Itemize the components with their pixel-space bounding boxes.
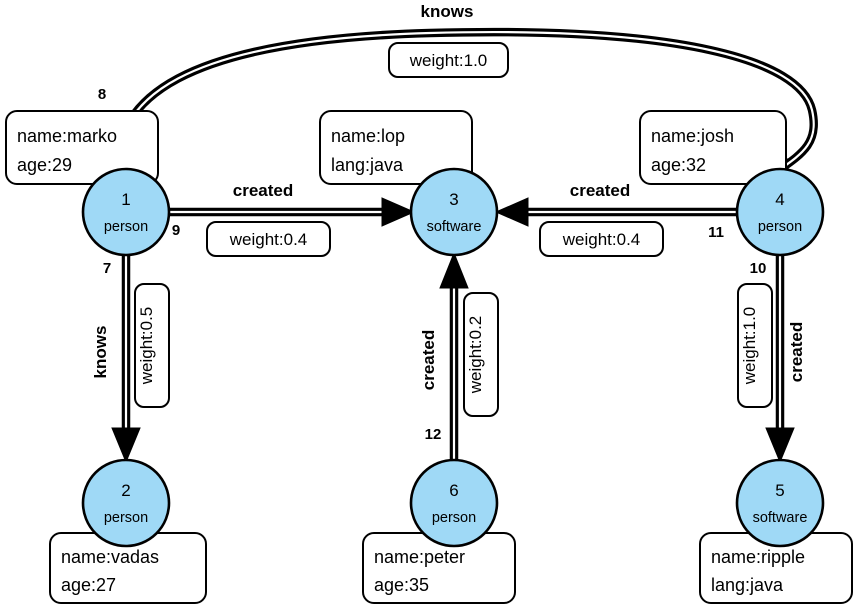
edge-10-created[interactable]: created 10 weight:1.0: [737, 250, 806, 464]
property-box-node-3-frame: [319, 110, 473, 185]
node-6-circle[interactable]: [409, 458, 499, 548]
property-box-node-4: name:josh age:32: [639, 110, 787, 185]
edge-8-weight-box: [388, 42, 509, 78]
property-box-node-1: name:marko age:29: [5, 110, 159, 185]
property-node-4-line-2: age:32: [651, 155, 706, 175]
property-box-node-5: name:ripple lang:java: [699, 532, 853, 604]
edge-8-weight-chip: weight:1.0: [388, 42, 509, 78]
node-4-circle[interactable]: [735, 167, 825, 257]
edge-8-knows[interactable]: knows 8 weight:1.0: [98, 2, 818, 192]
node-2-id: 2: [121, 481, 130, 500]
property-node-6-line-2: age:35: [374, 575, 429, 595]
edge-10-weight-chip: weight:1.0: [737, 283, 773, 408]
edge-11-weight-chip: weight:0.4: [539, 221, 664, 257]
edge-8-weight-label: weight:1.0: [409, 51, 488, 70]
edge-12-weight-chip: weight:0.2: [463, 292, 499, 417]
edge-7-type-label: knows: [91, 326, 110, 379]
edge-9-weight-box: [206, 221, 331, 257]
edge-7-weight-label: weight:0.5: [137, 307, 156, 386]
node-3[interactable]: 3 software: [409, 167, 499, 257]
edge-11-weight-box: [539, 221, 664, 257]
node-3-id: 3: [449, 190, 458, 209]
edge-9-created[interactable]: created 9 weight:0.4: [170, 181, 416, 257]
edge-11-weight-label: weight:0.4: [562, 230, 641, 249]
edge-12-type-label: created: [419, 330, 438, 390]
edge-10-weight-label: weight:1.0: [740, 307, 759, 386]
node-1[interactable]: 1 person: [81, 167, 171, 257]
property-node-1-line-1: name:marko: [17, 126, 117, 146]
edge-12-weight-box: [463, 292, 499, 417]
edge-12-id-label: 12: [425, 426, 442, 443]
edge-9-arrowhead: [381, 197, 416, 227]
edge-9-weight-label: weight:0.4: [229, 230, 308, 249]
property-node-5-line-2: lang:java: [711, 575, 784, 595]
property-box-node-6: name:peter age:35: [362, 532, 516, 604]
property-box-node-4-frame: [639, 110, 787, 185]
edge-8-id-label: 8: [98, 86, 106, 103]
edge-9-type-label: created: [233, 181, 293, 200]
node-4-id: 4: [775, 190, 784, 209]
edge-7-knows[interactable]: knows 7 weight:0.5: [91, 250, 170, 464]
property-node-2-line-1: name:vadas: [61, 547, 159, 567]
property-node-3-line-1: name:lop: [331, 126, 405, 146]
property-node-1-line-2: age:29: [17, 155, 72, 175]
node-3-circle[interactable]: [409, 167, 499, 257]
node-6-label: person: [432, 510, 476, 526]
edge-7-id-label: 7: [103, 260, 111, 277]
node-6-id: 6: [449, 481, 458, 500]
node-5[interactable]: 5 software: [735, 458, 825, 548]
edge-7-weight-box: [134, 283, 170, 408]
edge-11-id-label: 11: [708, 224, 724, 241]
node-5-circle[interactable]: [735, 458, 825, 548]
property-node-4-line-1: name:josh: [651, 126, 734, 146]
property-node-2-line-2: age:27: [61, 575, 116, 595]
edge-11-type-label: created: [570, 181, 630, 200]
node-2-label: person: [104, 510, 148, 526]
property-box-node-1-frame: [5, 110, 159, 185]
node-3-label: software: [427, 219, 482, 235]
edge-9-weight-chip: weight:0.4: [206, 221, 331, 257]
edge-11-arrowhead: [494, 197, 529, 227]
edge-8-path-core: [116, 30, 815, 176]
node-2[interactable]: 2 person: [81, 458, 171, 548]
edge-12-weight-label: weight:0.2: [466, 316, 485, 395]
edge-10-arrowhead: [765, 427, 795, 464]
edge-10-weight-box: [737, 283, 773, 408]
edge-10-type-label: created: [787, 322, 806, 382]
node-2-circle[interactable]: [81, 458, 171, 548]
edge-7-arrowhead: [111, 427, 141, 464]
edge-10-id-label: 10: [750, 260, 767, 277]
node-6[interactable]: 6 person: [409, 458, 499, 548]
edge-7-weight-chip: weight:0.5: [134, 283, 170, 408]
property-node-5-line-1: name:ripple: [711, 547, 805, 567]
node-5-label: software: [753, 510, 808, 526]
node-1-label: person: [104, 219, 148, 235]
node-4-label: person: [758, 219, 802, 235]
property-box-node-3: name:lop lang:java: [319, 110, 473, 185]
edge-11-created[interactable]: created 11 weight:0.4: [494, 181, 736, 257]
edge-12-arrowhead: [439, 251, 469, 289]
edge-9-id-label: 9: [172, 222, 180, 239]
property-node-3-line-2: lang:java: [331, 155, 404, 175]
node-5-id: 5: [775, 481, 784, 500]
edge-8-type-label: knows: [421, 2, 474, 21]
property-box-node-2: name:vadas age:27: [49, 532, 207, 604]
property-node-6-line-1: name:peter: [374, 547, 465, 567]
node-1-id: 1: [121, 190, 130, 209]
node-1-circle[interactable]: [81, 167, 171, 257]
edge-12-created[interactable]: created 12 weight:0.2: [419, 251, 499, 470]
node-4[interactable]: 4 person: [735, 167, 825, 257]
